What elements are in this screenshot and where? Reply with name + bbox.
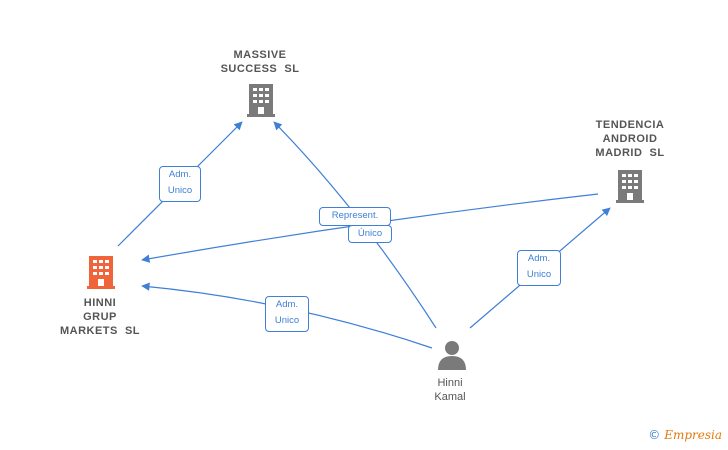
brand-logo: Empresia bbox=[664, 428, 722, 442]
person-icon bbox=[438, 341, 466, 370]
edge-label-kamal-to-massive: Represent. bbox=[319, 207, 391, 226]
edge-label-grup-to-massive: Adm. Unico bbox=[159, 166, 201, 202]
node-label-hinni-kamal[interactable]: Hinni Kamal bbox=[434, 377, 466, 403]
building-icon bbox=[247, 84, 275, 117]
edge-label-kamal-to-tendencia: Adm. Unico bbox=[517, 250, 561, 286]
edge-label-tendencia-to-grup: Único bbox=[348, 225, 392, 243]
building-icon bbox=[87, 256, 115, 289]
edge-label-kamal-to-grup: Adm. Unico bbox=[265, 296, 309, 332]
node-label-hinni-grup[interactable]: HINNI GRUP MARKETS SL bbox=[59, 297, 141, 337]
node-label-massive-success[interactable]: MASSIVE SUCCESS SL bbox=[220, 49, 300, 75]
copyright-icon: © bbox=[648, 428, 661, 442]
brand-watermark: ©Empresia bbox=[648, 428, 722, 442]
node-label-tendencia-android[interactable]: TENDENCIA ANDROID MADRID SL bbox=[595, 119, 665, 159]
building-icon bbox=[616, 170, 644, 203]
